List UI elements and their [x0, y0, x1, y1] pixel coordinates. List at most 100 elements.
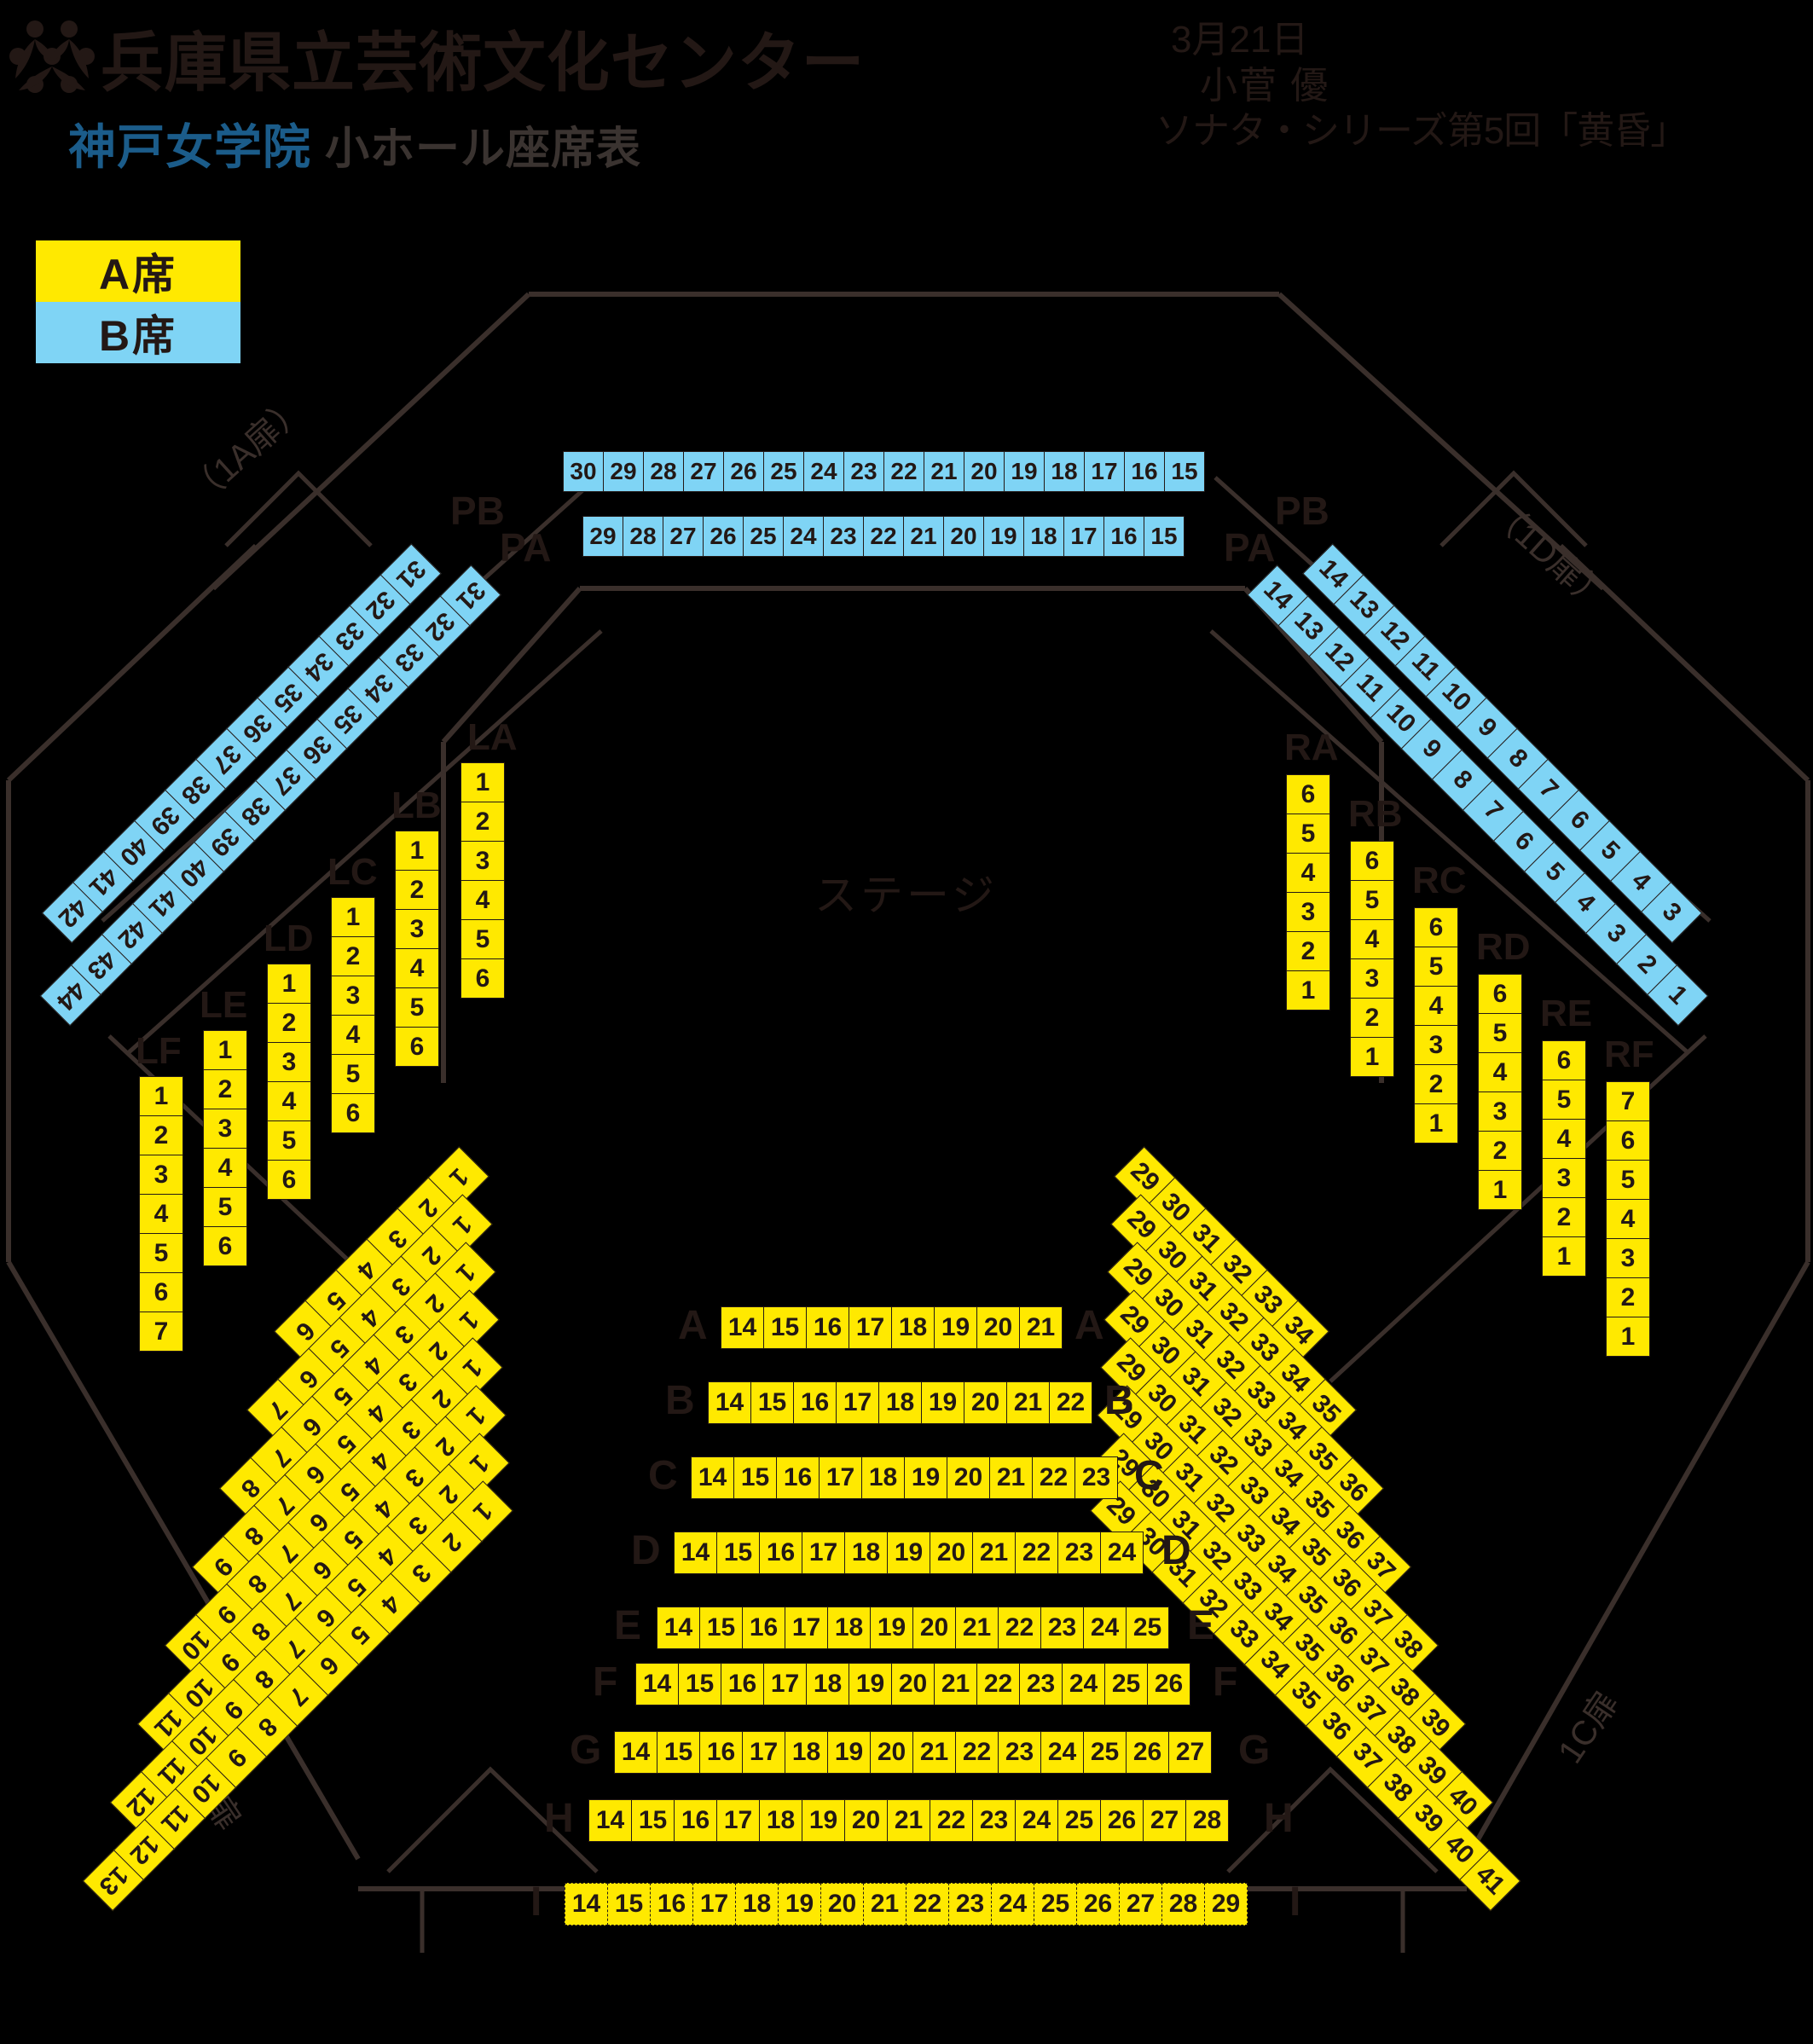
seat-cell[interactable]: 2	[139, 1115, 183, 1155]
seat-cell[interactable]: 3	[203, 1109, 247, 1149]
seat-cell[interactable]: 3	[331, 976, 375, 1016]
seat-cell[interactable]: 21	[903, 516, 944, 557]
seat-cell[interactable]: 20	[964, 1381, 1007, 1424]
seat-cell[interactable]: 19	[778, 1883, 821, 1925]
seat-cell[interactable]: 22	[1015, 1532, 1058, 1574]
seat-cell[interactable]: 17	[763, 1663, 807, 1705]
seat-cell[interactable]: 15	[657, 1731, 700, 1774]
seat-cell[interactable]: 29	[582, 516, 623, 557]
seat-cell[interactable]: 14	[674, 1532, 717, 1574]
seat-cell[interactable]: 6	[1414, 907, 1458, 947]
seat-cell[interactable]: 6	[1286, 774, 1330, 814]
seat-cell[interactable]: 3	[1350, 958, 1394, 999]
seat-cell[interactable]: 20	[820, 1883, 864, 1925]
seat-cell[interactable]: 14	[691, 1456, 734, 1499]
seat-cell[interactable]: 17	[785, 1607, 828, 1649]
seat-cell[interactable]: 4	[267, 1081, 311, 1121]
seat-cell[interactable]: 4	[460, 880, 505, 920]
seat-cell[interactable]: 25	[1034, 1883, 1077, 1925]
seat-cell[interactable]: 21	[934, 1663, 977, 1705]
seat-cell[interactable]: 5	[1542, 1080, 1586, 1120]
seat-cell[interactable]: 19	[934, 1306, 977, 1349]
seat-cell[interactable]: 4	[1542, 1119, 1586, 1159]
seat-cell[interactable]: 23	[1019, 1663, 1063, 1705]
seat-cell[interactable]: 19	[887, 1532, 930, 1574]
seat-cell[interactable]: 4	[1286, 853, 1330, 893]
seat-cell[interactable]: 23	[1074, 1456, 1118, 1499]
seat-cell[interactable]: 5	[1606, 1160, 1650, 1200]
seat-cell[interactable]: 3	[1414, 1025, 1458, 1065]
seat-cell[interactable]: 4	[1478, 1052, 1522, 1092]
seat-cell[interactable]: 18	[806, 1663, 849, 1705]
seat-cell[interactable]: 6	[331, 1093, 375, 1133]
seat-cell[interactable]: 29	[603, 451, 644, 492]
seat-cell[interactable]: 20	[943, 516, 984, 557]
seat-cell[interactable]: 21	[989, 1456, 1033, 1499]
seat-cell[interactable]: 4	[1606, 1199, 1650, 1239]
seat-cell[interactable]: 18	[891, 1306, 935, 1349]
seat-cell[interactable]: 22	[863, 516, 904, 557]
seat-cell[interactable]: 7	[139, 1312, 183, 1352]
seat-cell[interactable]: 21	[912, 1731, 956, 1774]
seat-cell[interactable]: 17	[1063, 516, 1104, 557]
seat-cell[interactable]: 21	[955, 1607, 999, 1649]
seat-cell[interactable]: 24	[803, 451, 844, 492]
seat-cell[interactable]: 15	[699, 1607, 743, 1649]
seat-cell[interactable]: 2	[460, 802, 505, 842]
seat-cell[interactable]: 3	[1542, 1158, 1586, 1198]
seat-cell[interactable]: 23	[843, 451, 884, 492]
seat-cell[interactable]: 16	[806, 1306, 849, 1349]
seat-cell[interactable]: 17	[742, 1731, 785, 1774]
seat-cell[interactable]: 5	[1350, 880, 1394, 920]
seat-cell[interactable]: 6	[1350, 841, 1394, 881]
seat-cell[interactable]: 21	[863, 1883, 906, 1925]
seat-cell[interactable]: 14	[708, 1381, 751, 1424]
seat-cell[interactable]: 16	[650, 1883, 693, 1925]
seat-cell[interactable]: 25	[763, 451, 804, 492]
seat-cell[interactable]: 6	[203, 1226, 247, 1266]
seat-cell[interactable]: 20	[912, 1607, 956, 1649]
seat-cell[interactable]: 18	[844, 1532, 888, 1574]
seat-cell[interactable]: 17	[1084, 451, 1125, 492]
seat-cell[interactable]: 24	[1100, 1532, 1144, 1574]
seat-cell[interactable]: 3	[1606, 1238, 1650, 1278]
seat-cell[interactable]: 23	[1057, 1532, 1101, 1574]
seat-cell[interactable]: 1	[267, 964, 311, 1004]
seat-cell[interactable]: 17	[802, 1532, 845, 1574]
seat-cell[interactable]: 20	[844, 1799, 888, 1842]
seat-cell[interactable]: 24	[1083, 1607, 1127, 1649]
seat-cell[interactable]: 19	[904, 1456, 947, 1499]
seat-cell[interactable]: 19	[802, 1799, 845, 1842]
seat-cell[interactable]: 17	[836, 1381, 879, 1424]
seat-cell[interactable]: 4	[1414, 986, 1458, 1026]
seat-cell[interactable]: 22	[906, 1883, 949, 1925]
seat-cell[interactable]: 5	[203, 1187, 247, 1227]
seat-cell[interactable]: 6	[460, 958, 505, 999]
seat-cell[interactable]: 17	[692, 1883, 736, 1925]
seat-cell[interactable]: 24	[991, 1883, 1034, 1925]
seat-cell[interactable]: 16	[759, 1532, 802, 1574]
seat-cell[interactable]: 6	[1542, 1040, 1586, 1080]
seat-cell[interactable]: 1	[395, 831, 439, 871]
seat-cell[interactable]: 2	[331, 936, 375, 976]
seat-cell[interactable]: 19	[1004, 451, 1045, 492]
seat-cell[interactable]: 24	[1062, 1663, 1105, 1705]
seat-cell[interactable]: 16	[699, 1731, 743, 1774]
seat-cell[interactable]: 3	[267, 1042, 311, 1082]
seat-cell[interactable]: 19	[870, 1607, 913, 1649]
seat-cell[interactable]: 1	[331, 897, 375, 937]
seat-cell[interactable]: 5	[331, 1054, 375, 1094]
seat-cell[interactable]: 14	[614, 1731, 657, 1774]
seat-cell[interactable]: 2	[1478, 1131, 1522, 1171]
seat-cell[interactable]: 2	[395, 870, 439, 910]
seat-cell[interactable]: 5	[139, 1233, 183, 1273]
seat-cell[interactable]: 15	[763, 1306, 807, 1349]
seat-cell[interactable]: 19	[921, 1381, 964, 1424]
